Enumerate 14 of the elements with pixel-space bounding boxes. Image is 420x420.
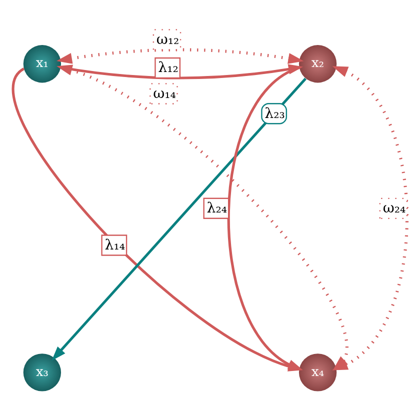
arrow	[52, 77, 307, 360]
edge-label: λ₁₂	[158, 60, 178, 76]
edge-label: λ₂₄	[206, 200, 228, 216]
edge-label: λ₂₃	[264, 105, 285, 122]
node-circle: x₁	[23, 44, 62, 82]
edge-label: ω₁₂	[156, 31, 180, 48]
edge-label: λ₁₄	[104, 236, 126, 253]
edge-label: ω₂₄	[382, 200, 406, 216]
arrow	[227, 66, 303, 370]
arrow	[56, 48, 304, 64]
node-circle: x₄	[298, 353, 337, 391]
edge-label: ω₁₄	[153, 85, 176, 102]
node-circle: x₂	[298, 44, 337, 82]
node-circle: x₃	[23, 353, 62, 391]
